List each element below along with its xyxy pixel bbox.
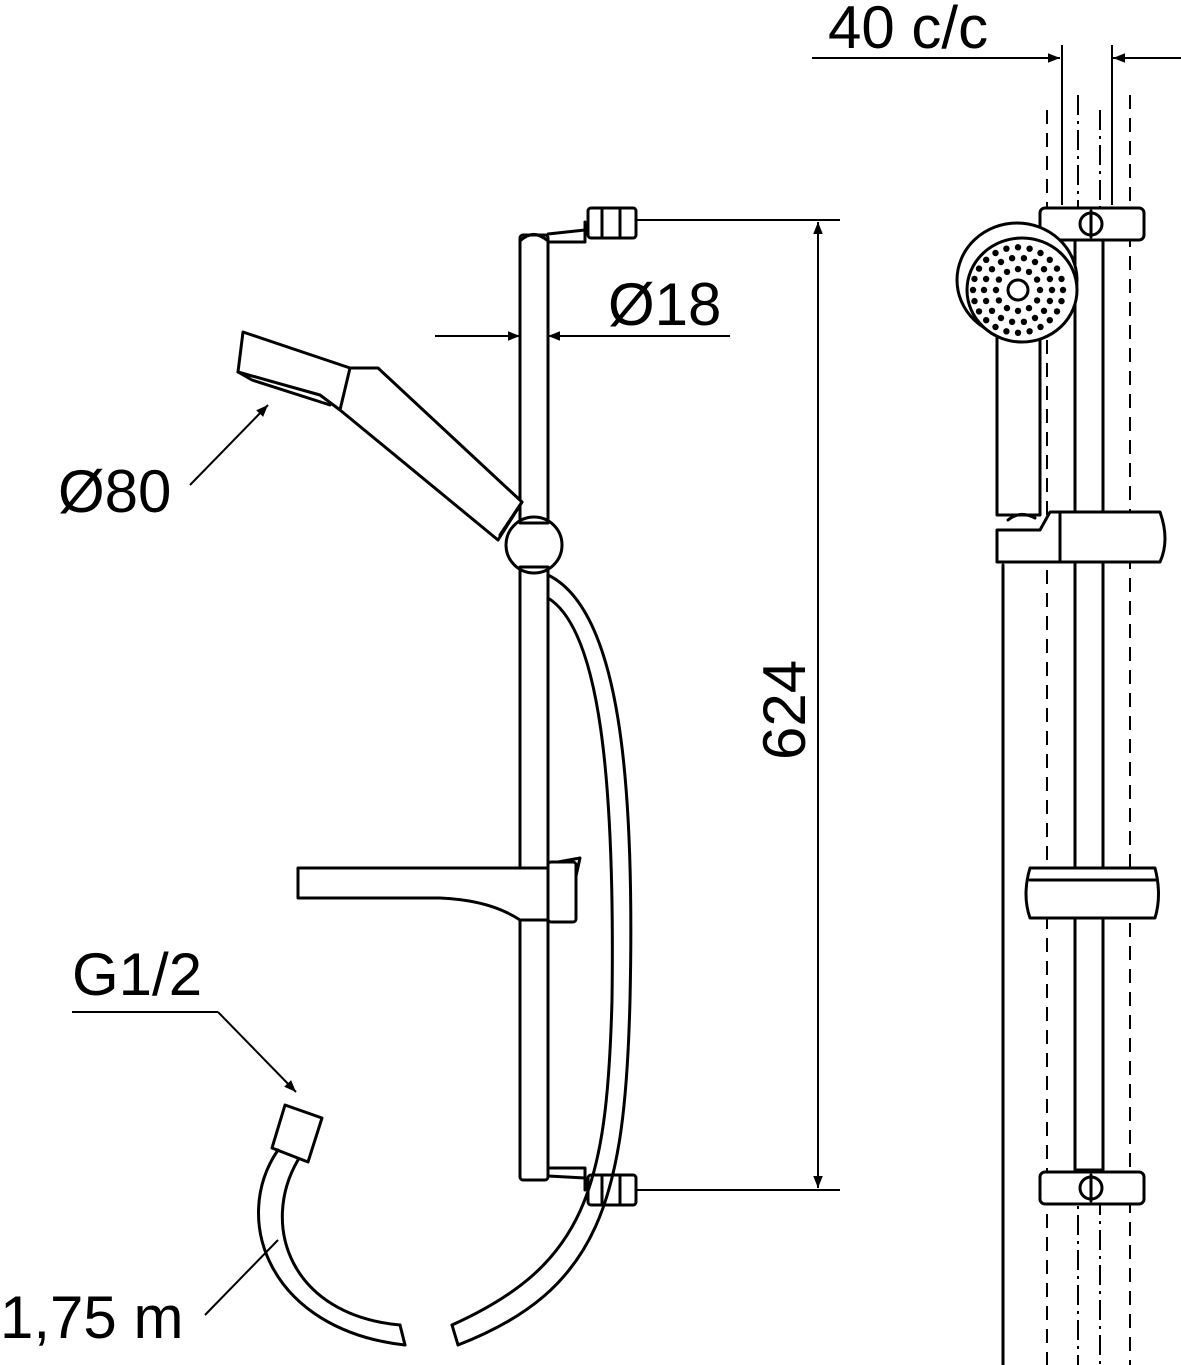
rail-length-label: 624 xyxy=(751,660,818,760)
nozzle-dot xyxy=(1031,314,1039,322)
nozzle-dot xyxy=(1058,297,1065,305)
nozzle-dot xyxy=(982,297,990,305)
bottom-bracket-side xyxy=(1038,1170,1146,1206)
head-diameter-dimension: Ø80 xyxy=(58,404,269,525)
nozzle-dot xyxy=(1053,308,1061,315)
spacing-label: 40 c/c xyxy=(828,0,988,61)
nozzle-dot xyxy=(992,323,999,331)
hose-length-dimension: 1,75 m xyxy=(0,1239,279,1351)
nozzle-dot xyxy=(995,276,1003,283)
slider-side xyxy=(995,510,1167,564)
hose-length-label: 1,75 m xyxy=(0,1284,183,1351)
nozzle-dot xyxy=(1014,265,1022,273)
nozzle-dot xyxy=(983,256,990,263)
thread-label: G1/2 xyxy=(72,941,202,1008)
nozzle-dot xyxy=(1026,328,1033,335)
nozzle-dot xyxy=(992,286,1000,294)
hand-shower-side xyxy=(955,221,1079,517)
nozzle-pattern xyxy=(969,244,1067,336)
nozzle-dot xyxy=(997,314,1005,322)
slider-holder xyxy=(504,515,564,575)
nozzle-dot xyxy=(971,297,978,305)
nozzle-dot xyxy=(1046,297,1054,305)
rail-diameter-dimension: Ø18 xyxy=(435,271,730,341)
spacing-dimension: 40 c/c xyxy=(812,0,1181,205)
nozzle-dot xyxy=(995,297,1003,304)
nozzle-dot xyxy=(1058,275,1065,283)
nozzle-dot xyxy=(1025,304,1033,312)
nozzle-dot xyxy=(1046,256,1054,263)
slide-rail xyxy=(518,233,550,1182)
hand-shower xyxy=(236,330,524,542)
nozzle-dot xyxy=(1020,318,1028,325)
soap-dish-side xyxy=(1024,866,1160,920)
nozzle-dot xyxy=(1033,297,1041,304)
soap-dish xyxy=(296,856,582,924)
nozzle-dot xyxy=(1037,249,1044,257)
bottom-wall-bracket xyxy=(546,1166,650,1207)
nozzle-dot xyxy=(982,275,990,283)
top-bracket-side xyxy=(1038,206,1146,242)
rail-diameter-label: Ø18 xyxy=(608,271,721,338)
hose-on-rail xyxy=(450,573,633,1347)
thread-dimension: G1/2 xyxy=(72,941,297,1093)
nozzle-dot xyxy=(1014,329,1022,336)
nozzle-dot xyxy=(992,249,999,257)
nozzle-dot xyxy=(1003,304,1011,312)
nozzle-dot xyxy=(1053,265,1061,272)
nozzle-dot xyxy=(1046,275,1054,283)
nozzle-dot xyxy=(1036,286,1044,294)
nozzle-dot xyxy=(969,286,977,294)
nozzle-dot xyxy=(1014,307,1022,315)
front-view: Ø18 Ø80 624 G1/2 1,75 m xyxy=(0,206,840,1351)
side-view: 40 c/c xyxy=(812,0,1181,1365)
nozzle-dot xyxy=(971,275,978,283)
rail-length-dimension: 624 xyxy=(640,219,840,1191)
nozzle-dot xyxy=(1033,276,1041,283)
nozzle-dot xyxy=(1025,268,1033,276)
nozzle-dot xyxy=(1014,244,1022,251)
nozzle-dot xyxy=(1031,258,1039,266)
nozzle-dot xyxy=(1059,286,1067,294)
loose-hose xyxy=(257,1103,407,1347)
head-diameter-label: Ø80 xyxy=(58,458,171,525)
nozzle-dot xyxy=(1003,268,1011,276)
nozzle-dot xyxy=(1048,286,1056,294)
nozzle-dot xyxy=(975,265,983,272)
nozzle-dot xyxy=(975,308,983,315)
nozzle-dot xyxy=(1008,255,1016,262)
nozzle-dot xyxy=(1037,323,1044,331)
nozzle-dot xyxy=(1026,245,1033,252)
nozzle-dot xyxy=(1003,328,1010,335)
nozzle-dot xyxy=(988,266,996,273)
nozzle-dot xyxy=(1008,318,1016,325)
rail-side xyxy=(1073,238,1105,1172)
nozzle-dot xyxy=(1040,307,1048,314)
nozzle-dot xyxy=(988,307,996,314)
nozzle-dot xyxy=(1040,266,1048,273)
nozzle-dot xyxy=(1020,255,1028,262)
nozzle-dot xyxy=(980,286,988,294)
nozzle-dot xyxy=(983,317,990,324)
top-wall-bracket xyxy=(546,206,650,244)
nozzle-dot xyxy=(997,258,1005,266)
nozzle-dot xyxy=(1003,245,1010,252)
nozzle-dot xyxy=(1046,317,1054,324)
